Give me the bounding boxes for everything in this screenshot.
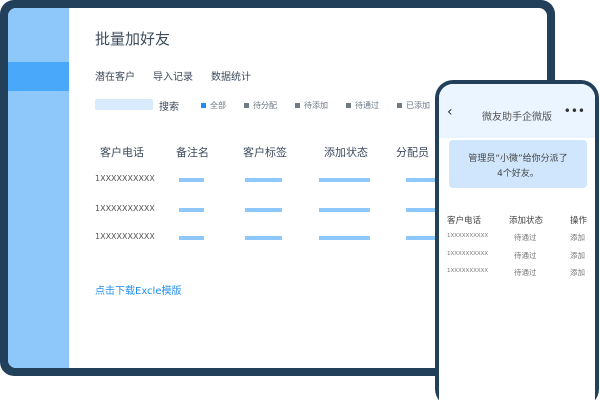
square-icon — [201, 103, 206, 108]
row-phone: 1XXXXXXXXXX — [447, 233, 489, 239]
row-status: 待通过 — [514, 251, 537, 260]
sidebar-item-active[interactable] — [8, 62, 69, 91]
column-header: 分配员 — [396, 146, 429, 159]
square-icon — [244, 103, 249, 108]
placeholder-bar — [406, 208, 446, 212]
row-status: 待通过 — [514, 268, 537, 277]
tab-bar: 潜在客户 导入记录 数据统计 — [95, 68, 251, 83]
placeholder-bar — [319, 178, 370, 182]
tab-potential-customers[interactable]: 潜在客户 — [95, 72, 135, 83]
row-status: 待通过 — [514, 233, 537, 242]
more-icon[interactable]: ••• — [563, 104, 585, 118]
add-button[interactable]: 添加 — [570, 268, 585, 277]
placeholder-bar — [245, 208, 282, 212]
phone-header: ‹ 微友助手企微版 ••• — [439, 84, 595, 138]
filter-to-add[interactable]: 待添加 — [295, 100, 328, 111]
search-button[interactable]: 搜索 — [159, 102, 179, 113]
placeholder-bar — [245, 178, 282, 182]
table-row-phone: 1XXXXXXXXXX — [95, 204, 155, 213]
placeholder-bar — [245, 236, 282, 240]
add-button[interactable]: 添加 — [570, 251, 585, 260]
tab-import-records[interactable]: 导入记录 — [153, 72, 193, 83]
table-row-phone: 1XXXXXXXXXX — [95, 174, 155, 183]
square-icon — [346, 103, 351, 108]
download-template-link[interactable]: 点击下载Excle模版 — [95, 286, 182, 297]
message-line: 管理员“小微”给你分派了 — [468, 154, 568, 164]
column-header: 操作 — [570, 216, 588, 226]
phone-title: 微友助手企微版 — [482, 112, 552, 123]
column-header: 客户标签 — [243, 146, 287, 159]
placeholder-bar — [319, 208, 370, 212]
phone-screen: ‹ 微友助手企微版 ••• 管理员“小微”给你分派了 4个好友。 客户电话 添加… — [439, 84, 595, 407]
placeholder-bar — [406, 178, 446, 182]
placeholder-bar — [179, 178, 204, 182]
placeholder-bar — [406, 236, 446, 240]
tab-statistics[interactable]: 数据统计 — [211, 72, 251, 83]
phone-frame: ‹ 微友助手企微版 ••• 管理员“小微”给你分派了 4个好友。 客户电话 添加… — [435, 80, 599, 407]
square-icon — [295, 103, 300, 108]
sidebar — [8, 8, 69, 368]
column-header: 客户电话 — [100, 146, 144, 159]
search-input[interactable] — [95, 99, 153, 110]
placeholder-bar — [179, 208, 204, 212]
row-phone: 1XXXXXXXXXX — [447, 268, 489, 274]
filter-all[interactable]: 全部 — [201, 100, 226, 111]
status-filters: 全部 待分配 待添加 待通过 已添加 — [201, 100, 430, 111]
placeholder-bar — [179, 236, 204, 240]
column-header: 添加状态 — [324, 146, 368, 159]
column-header: 客户电话 — [447, 216, 482, 226]
row-phone: 1XXXXXXXXXX — [447, 251, 489, 257]
assignment-message: 管理员“小微”给你分派了 4个好友。 — [449, 140, 587, 188]
back-icon[interactable]: ‹ — [447, 104, 453, 120]
filter-unassigned[interactable]: 待分配 — [244, 100, 277, 111]
add-button[interactable]: 添加 — [570, 233, 585, 242]
page-title: 批量加好友 — [95, 30, 171, 48]
table-row-phone: 1XXXXXXXXXX — [95, 232, 155, 241]
column-header: 备注名 — [176, 146, 209, 159]
placeholder-bar — [319, 236, 370, 240]
filter-added[interactable]: 已添加 — [397, 100, 430, 111]
message-line: 4个好友。 — [497, 169, 539, 179]
column-header: 添加状态 — [509, 216, 544, 226]
square-icon — [397, 103, 402, 108]
filter-pending[interactable]: 待通过 — [346, 100, 379, 111]
